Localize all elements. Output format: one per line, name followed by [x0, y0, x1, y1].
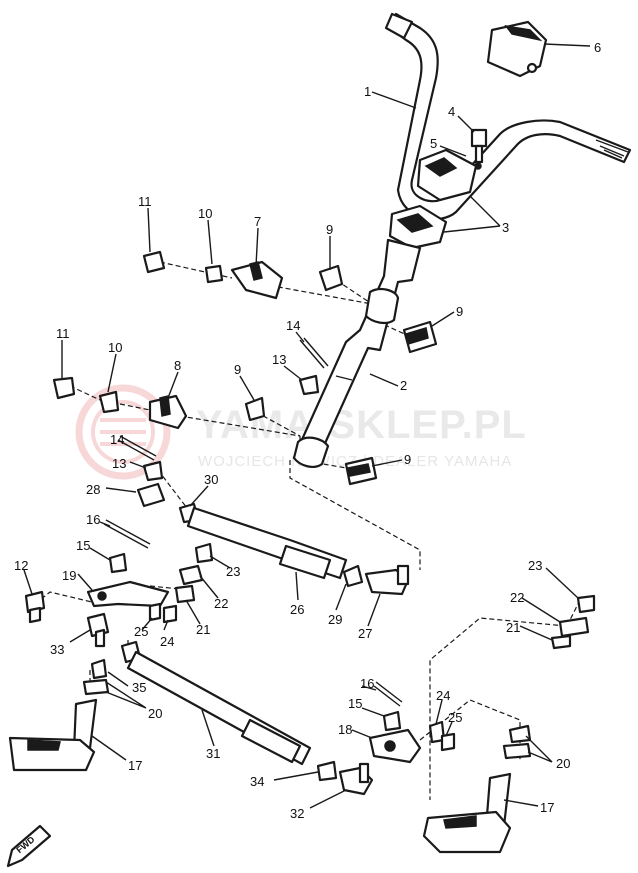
callout-34: 34 — [250, 774, 264, 789]
callout-14-a: 14 — [286, 318, 300, 333]
callout-31: 31 — [206, 746, 220, 761]
callout-15-a: 15 — [76, 538, 90, 553]
callout-33: 33 — [50, 642, 64, 657]
leader-lines — [23, 43, 591, 809]
callout-2: 2 — [400, 378, 407, 393]
callout-32: 32 — [290, 806, 304, 821]
callout-29: 29 — [328, 612, 342, 627]
pitman-arm-right — [368, 681, 456, 764]
callout-14-b: 14 — [110, 432, 124, 447]
callout-1: 1 — [364, 84, 371, 99]
callout-4: 4 — [448, 104, 455, 119]
callout-30: 30 — [204, 472, 218, 487]
knuckle-bolts-left — [24, 590, 110, 648]
callout-12: 12 — [14, 558, 28, 573]
callout-numbers: 1 2 3 4 5 6 7 8 9 9 9 9 10 10 11 11 12 1… — [14, 40, 601, 821]
callout-24-b: 24 — [436, 688, 450, 703]
callout-6: 6 — [594, 40, 601, 55]
callout-10-b: 10 — [108, 340, 122, 355]
callout-9-d: 9 — [404, 452, 411, 467]
knuckle-right — [422, 724, 532, 854]
knuckle-left — [8, 658, 110, 772]
callout-9-b: 9 — [456, 304, 463, 319]
callout-20-a: 20 — [148, 706, 162, 721]
locknut-34 — [316, 760, 338, 782]
pitman-arm-left — [86, 519, 170, 608]
handlebar — [384, 12, 632, 221]
callout-21-a: 21 — [196, 622, 210, 637]
callout-28: 28 — [86, 482, 100, 497]
callout-20-b: 20 — [556, 756, 570, 771]
throttle-housing — [486, 20, 548, 78]
fasteners-upper — [52, 250, 224, 414]
callout-21-b: 21 — [506, 620, 520, 635]
callout-18: 18 — [338, 722, 352, 737]
watermark-logo-icon — [75, 384, 171, 480]
handlebar-clamps — [388, 148, 478, 250]
callout-5: 5 — [430, 136, 437, 151]
callout-35: 35 — [132, 680, 146, 695]
callout-13-a: 13 — [272, 352, 286, 367]
handlebar-left-grip — [384, 12, 414, 40]
small-hardware-right — [550, 594, 596, 650]
callout-26: 26 — [290, 602, 304, 617]
callout-11-b: 11 — [56, 326, 70, 341]
callout-15-b: 15 — [348, 696, 362, 711]
callout-22-b: 22 — [510, 590, 524, 605]
callout-9-a: 9 — [326, 222, 333, 237]
tie-rod-lower — [120, 640, 374, 796]
callout-25-b: 25 — [448, 710, 462, 725]
callout-9-c: 9 — [234, 362, 241, 377]
callout-13-b: 13 — [112, 456, 126, 471]
tie-rod-upper — [186, 506, 410, 596]
steering-column — [292, 238, 422, 468]
callout-25-a: 25 — [134, 624, 148, 639]
callout-17-b: 17 — [540, 800, 554, 815]
callout-27: 27 — [358, 626, 372, 641]
tie-rod-upper-end — [136, 482, 200, 524]
locknut-29 — [342, 564, 364, 588]
handlebar-bolt — [470, 128, 488, 170]
callout-10-a: 10 — [198, 206, 212, 221]
small-hardware-left — [148, 542, 214, 624]
callout-8: 8 — [174, 358, 181, 373]
watermark-title: YAMA-SKLEP.PL — [196, 403, 527, 447]
callout-16-b: 16 — [360, 676, 374, 691]
cotter-pins-upper — [117, 337, 329, 482]
callout-17-a: 17 — [128, 758, 142, 773]
bracket-upper — [230, 260, 284, 300]
bracket-lower — [148, 394, 188, 430]
callout-22-a: 22 — [214, 596, 228, 611]
callout-11-a: 11 — [138, 194, 152, 209]
bushings — [244, 264, 438, 486]
callout-19: 19 — [62, 568, 76, 583]
callout-16-a: 16 — [86, 512, 100, 527]
callout-7: 7 — [254, 214, 261, 229]
callout-24-a: 24 — [160, 634, 174, 649]
callout-3: 3 — [502, 220, 509, 235]
callout-23-b: 23 — [528, 558, 542, 573]
fwd-direction-badge: FWD — [6, 824, 52, 868]
callout-23-a: 23 — [226, 564, 240, 579]
